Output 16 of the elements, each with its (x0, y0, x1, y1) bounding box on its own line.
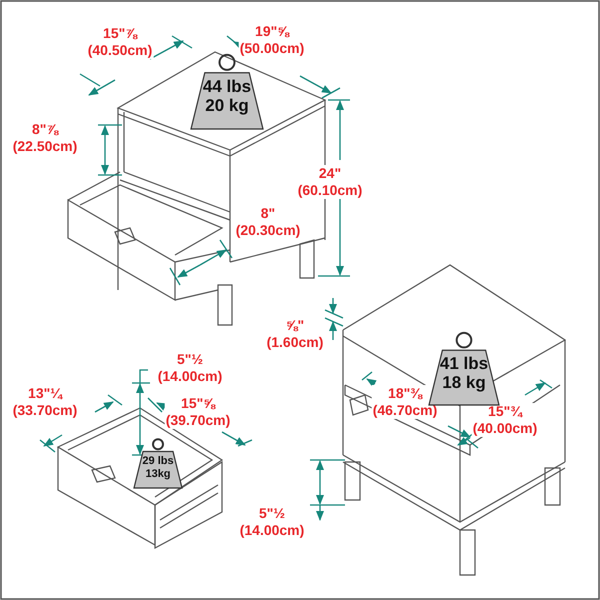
dimension-label: 19"⅝ (50.00cm) (238, 23, 306, 57)
dimension-label: 8" (20.30cm) (234, 205, 302, 239)
dimension-label: 15"⅞ (40.50cm) (86, 25, 154, 59)
dimension-label: 5"½ (14.00cm) (156, 351, 224, 385)
weight-text: 29 lbs 13kg (141, 455, 175, 482)
weight-text: 41 lbs 18 kg (438, 354, 490, 392)
dimension-label: 15"⅝ (39.70cm) (164, 395, 232, 429)
dimension-label: 8"⅞ (22.50cm) (12, 121, 78, 155)
weight-text: 44 lbs 20 kg (202, 76, 252, 115)
dimension-label: 15"¾ (40.00cm) (472, 403, 538, 437)
dimension-label: 13"¼ (33.70cm) (12, 385, 78, 419)
dimension-label: 5"½ (14.00cm) (238, 505, 306, 539)
dimension-label: 24" (60.10cm) (296, 165, 364, 199)
weight-block (428, 330, 500, 406)
weight-block (133, 437, 183, 489)
dimension-label: ⅝" (1.60cm) (266, 317, 324, 351)
